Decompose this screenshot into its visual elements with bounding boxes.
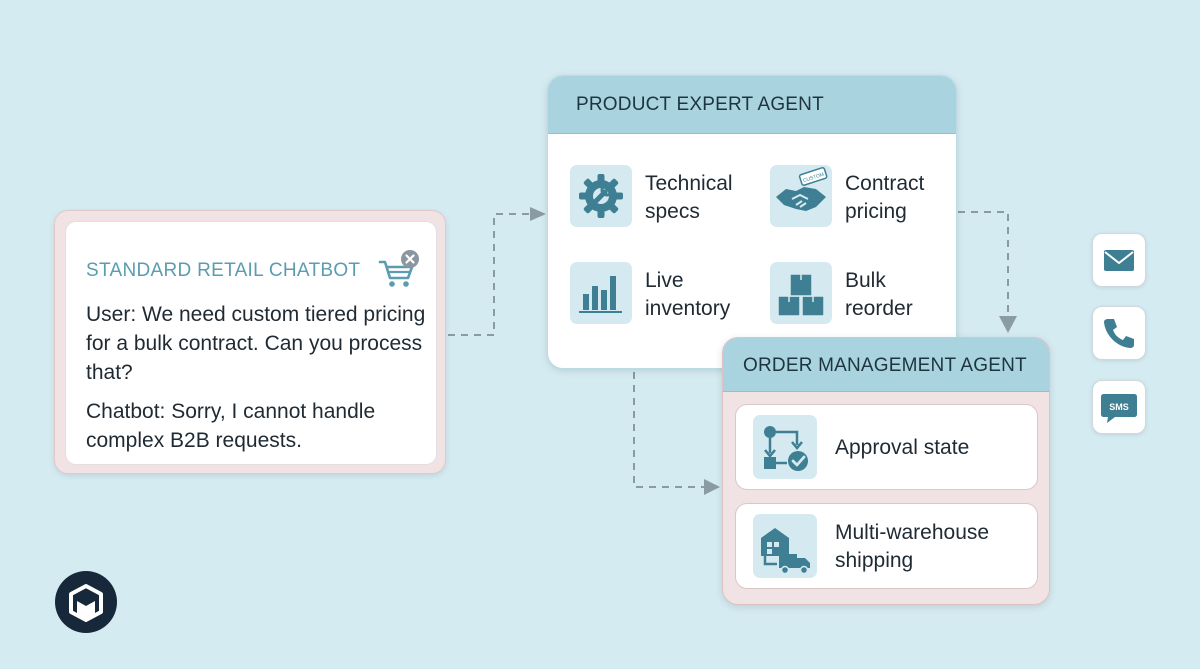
- box-logo-icon: [69, 584, 103, 622]
- warehouse-truck-icon: [753, 514, 817, 578]
- sms-channel-button[interactable]: SMS: [1092, 380, 1146, 434]
- email-channel-button[interactable]: [1092, 233, 1146, 287]
- chatbot-message: Chatbot: Sorry, I cannot handle complex …: [86, 400, 376, 452]
- chatbot-panel: STANDARD RETAIL CHATBOT User: We need cu…: [65, 221, 437, 465]
- standard-chatbot-card: STANDARD RETAIL CHATBOT User: We need cu…: [54, 210, 446, 474]
- logo-badge: [55, 571, 117, 633]
- arrowhead-order-top: [999, 316, 1017, 333]
- cart-error-icon: [378, 248, 422, 292]
- connector-product-to-order: [958, 211, 1009, 316]
- workflow-check-icon: [753, 415, 817, 479]
- order-management-agent-card: ORDER MANAGEMENT AGENT Approval state: [722, 337, 1050, 605]
- boxes-icon: [770, 262, 832, 324]
- gear-wrench-icon: [570, 165, 632, 227]
- email-icon: [1104, 250, 1134, 271]
- connector-product-down-to-order: [633, 372, 704, 488]
- order-item-approval: Approval state: [735, 404, 1038, 490]
- order-label-approval: Approval state: [835, 436, 970, 459]
- order-agent-title: ORDER MANAGEMENT AGENT: [723, 338, 1049, 392]
- product-agent-title: PRODUCT EXPERT AGENT: [548, 76, 956, 134]
- sms-icon: SMS: [1101, 394, 1137, 423]
- arrowhead-product: [530, 207, 546, 221]
- phone-channel-button[interactable]: [1092, 306, 1146, 360]
- bar-chart-icon: [570, 262, 632, 324]
- arrowhead-order-left: [704, 479, 720, 495]
- chatbot-title: STANDARD RETAIL CHATBOT: [86, 260, 361, 281]
- sms-label: SMS: [1109, 402, 1129, 412]
- connector-chatbot-to-product: [448, 213, 530, 336]
- user-message: User: We need custom tiered pricing for …: [86, 303, 426, 384]
- phone-icon: [1104, 319, 1134, 348]
- handshake-tag-icon: CUSTOM: [770, 165, 832, 227]
